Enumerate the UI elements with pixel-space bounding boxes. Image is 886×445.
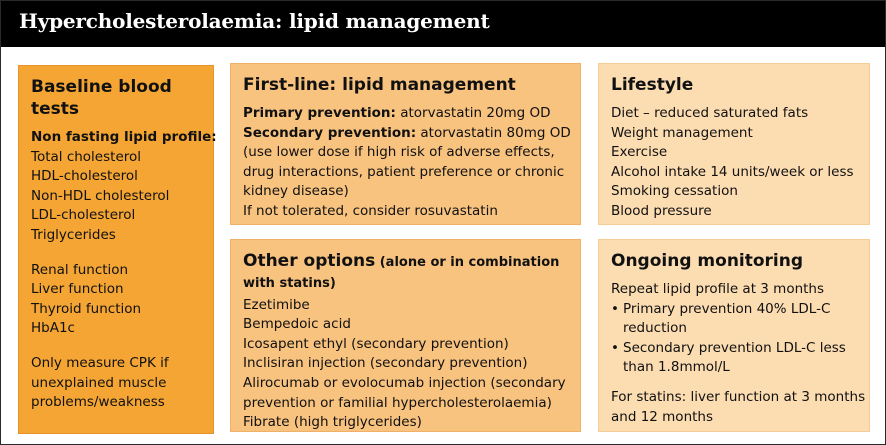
option-item: Ezetimibe xyxy=(243,296,310,313)
lipid-profile-subheading: Non fasting lipid profile: xyxy=(31,129,217,145)
secondary-value: atorvastatin 80mg OD xyxy=(416,124,571,141)
option-item: Alirocumab or evolocumab injection (seco… xyxy=(243,374,566,391)
cpk-note: problems/weakness xyxy=(31,394,165,411)
lifestyle-panel: Lifestyle Diet – reduced saturated fats … xyxy=(598,63,870,225)
lipid-item: Triglycerides xyxy=(31,226,116,243)
dose-note: (use lower dose if high risk of adverse … xyxy=(243,144,555,161)
secondary-label: Secondary prevention: xyxy=(243,124,417,141)
ongoing-monitoring-panel: Ongoing monitoring Repeat lipid profile … xyxy=(598,239,870,432)
first-line-heading: First-line: lipid management xyxy=(243,75,516,95)
cpk-note: unexplained muscle xyxy=(31,374,167,391)
dose-note: kidney disease) xyxy=(243,183,349,200)
bullet-marker: • xyxy=(611,339,619,356)
lifestyle-item: Weight management xyxy=(611,124,753,141)
test-item: HbA1c xyxy=(31,320,75,337)
option-item: Fibrate (high triglycerides) xyxy=(243,414,422,431)
option-item: Icosapent ethyl (secondary prevention) xyxy=(243,335,509,352)
lifestyle-item: Blood pressure xyxy=(611,202,712,219)
bullet-text: Primary prevention 40% LDL-C xyxy=(623,300,831,317)
bullet-text: Secondary prevention LDL-C less xyxy=(623,339,846,356)
statin-monitoring-note: and 12 months xyxy=(611,408,714,425)
fallback-note: If not tolerated, consider rosuvastatin xyxy=(243,202,498,219)
baseline-blood-tests-panel: Baseline blood tests Non fasting lipid p… xyxy=(18,65,217,434)
other-options-heading: Other options (alone or in combination xyxy=(243,250,568,274)
dose-note: drug interactions, patient preference or… xyxy=(243,163,565,180)
monitoring-intro: Repeat lipid profile at 3 months xyxy=(611,281,825,297)
secondary-prevention-line: Secondary prevention: atorvastatin 80mg … xyxy=(243,124,571,144)
primary-value: atorvastatin 20mg OD xyxy=(395,105,551,121)
monitoring-heading: Ongoing monitoring xyxy=(611,251,804,271)
lifestyle-item: Exercise xyxy=(611,144,668,161)
lipid-item: Non-HDL cholesterol xyxy=(31,187,170,204)
option-item: Inclisiran injection (secondary preventi… xyxy=(243,355,528,372)
bullet-text: than 1.8mmol/L xyxy=(623,359,730,376)
test-item: Renal function xyxy=(31,261,129,278)
lipid-item: Total cholesterol xyxy=(31,148,142,165)
test-item: Thyroid function xyxy=(31,300,142,317)
option-item: Bempedoic acid xyxy=(243,316,351,333)
first-line-panel: First-line: lipid management Primary pre… xyxy=(230,63,581,225)
other-options-title: Other options xyxy=(243,251,376,271)
primary-label: Primary prevention: xyxy=(243,105,396,121)
test-item: Liver function xyxy=(31,281,124,298)
option-item: prevention or familial hypercholesterola… xyxy=(243,394,552,411)
title-bar: Hypercholesterolaemia: lipid management xyxy=(1,1,885,47)
lifestyle-item: Alcohol intake 14 units/week or less xyxy=(611,163,854,180)
bullet-marker: • xyxy=(611,300,619,317)
other-options-note: with statins) xyxy=(243,276,336,291)
monitoring-bullet: • Primary prevention 40% LDL-C reduction xyxy=(611,300,857,339)
lipid-item: HDL-cholesterol xyxy=(31,168,138,185)
primary-prevention-line: Primary prevention: atorvastatin 20mg OD xyxy=(243,104,568,124)
bullet-text: reduction xyxy=(623,320,687,337)
baseline-heading: Baseline blood tests xyxy=(31,77,172,119)
lifestyle-item: Smoking cessation xyxy=(611,183,738,200)
lifestyle-item: Diet – reduced saturated fats xyxy=(611,105,809,121)
other-options-panel: Other options (alone or in combination w… xyxy=(230,239,581,432)
other-options-note: (alone or in combination xyxy=(375,255,560,270)
lifestyle-heading: Lifestyle xyxy=(611,75,694,95)
lipid-item: LDL-cholesterol xyxy=(31,207,136,224)
monitoring-bullet: • Secondary prevention LDL-C less than 1… xyxy=(611,339,857,378)
page-title: Hypercholesterolaemia: lipid management xyxy=(19,9,490,33)
cpk-note: Only measure CPK if xyxy=(31,354,169,371)
statin-monitoring-note: For statins: liver function at 3 months xyxy=(611,388,866,405)
